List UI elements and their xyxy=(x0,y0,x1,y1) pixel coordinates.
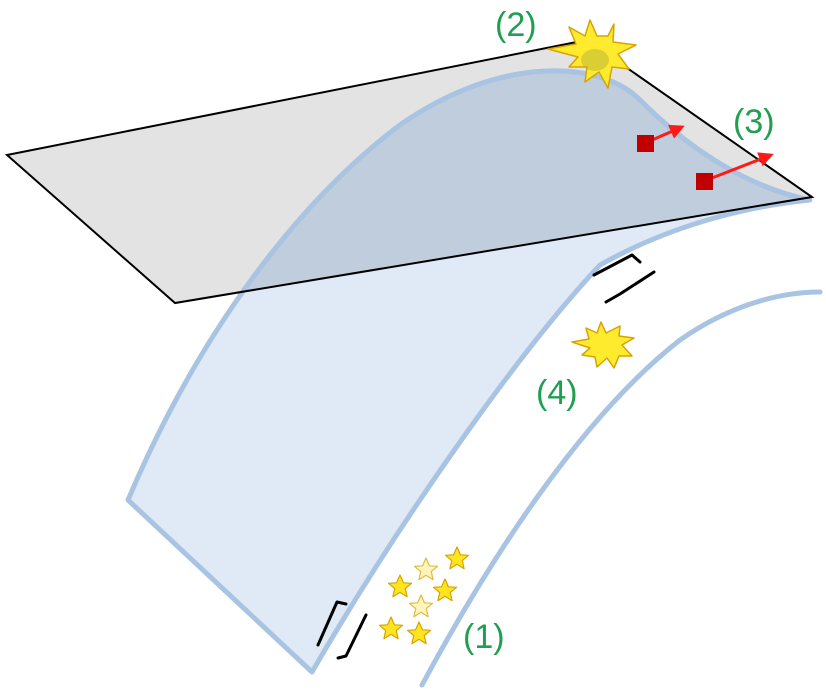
starburst-shadow xyxy=(581,49,609,71)
square-marker-icon xyxy=(637,135,654,152)
square-marker-icon xyxy=(696,173,713,190)
label-1: (1) xyxy=(463,618,505,656)
star-icon xyxy=(378,616,404,640)
shear-arrow-icon xyxy=(592,253,656,304)
star-icon xyxy=(432,578,458,602)
horizontal-plane-outline xyxy=(4,38,815,305)
star-icon xyxy=(387,574,413,598)
star-icon xyxy=(408,594,434,618)
star-icon xyxy=(413,557,439,581)
starburst-icon xyxy=(571,321,635,369)
label-2: (2) xyxy=(495,6,537,44)
plane-slab-overlap xyxy=(125,68,811,303)
shear-arrow-icon xyxy=(316,600,368,660)
star-icon xyxy=(406,621,432,645)
marker-group-2 xyxy=(696,152,774,190)
lower-boundary-line xyxy=(419,289,823,688)
star-icon xyxy=(444,546,470,570)
marker-group-1 xyxy=(637,124,685,152)
label-3: (3) xyxy=(733,103,775,141)
label-4: (4) xyxy=(536,374,578,412)
